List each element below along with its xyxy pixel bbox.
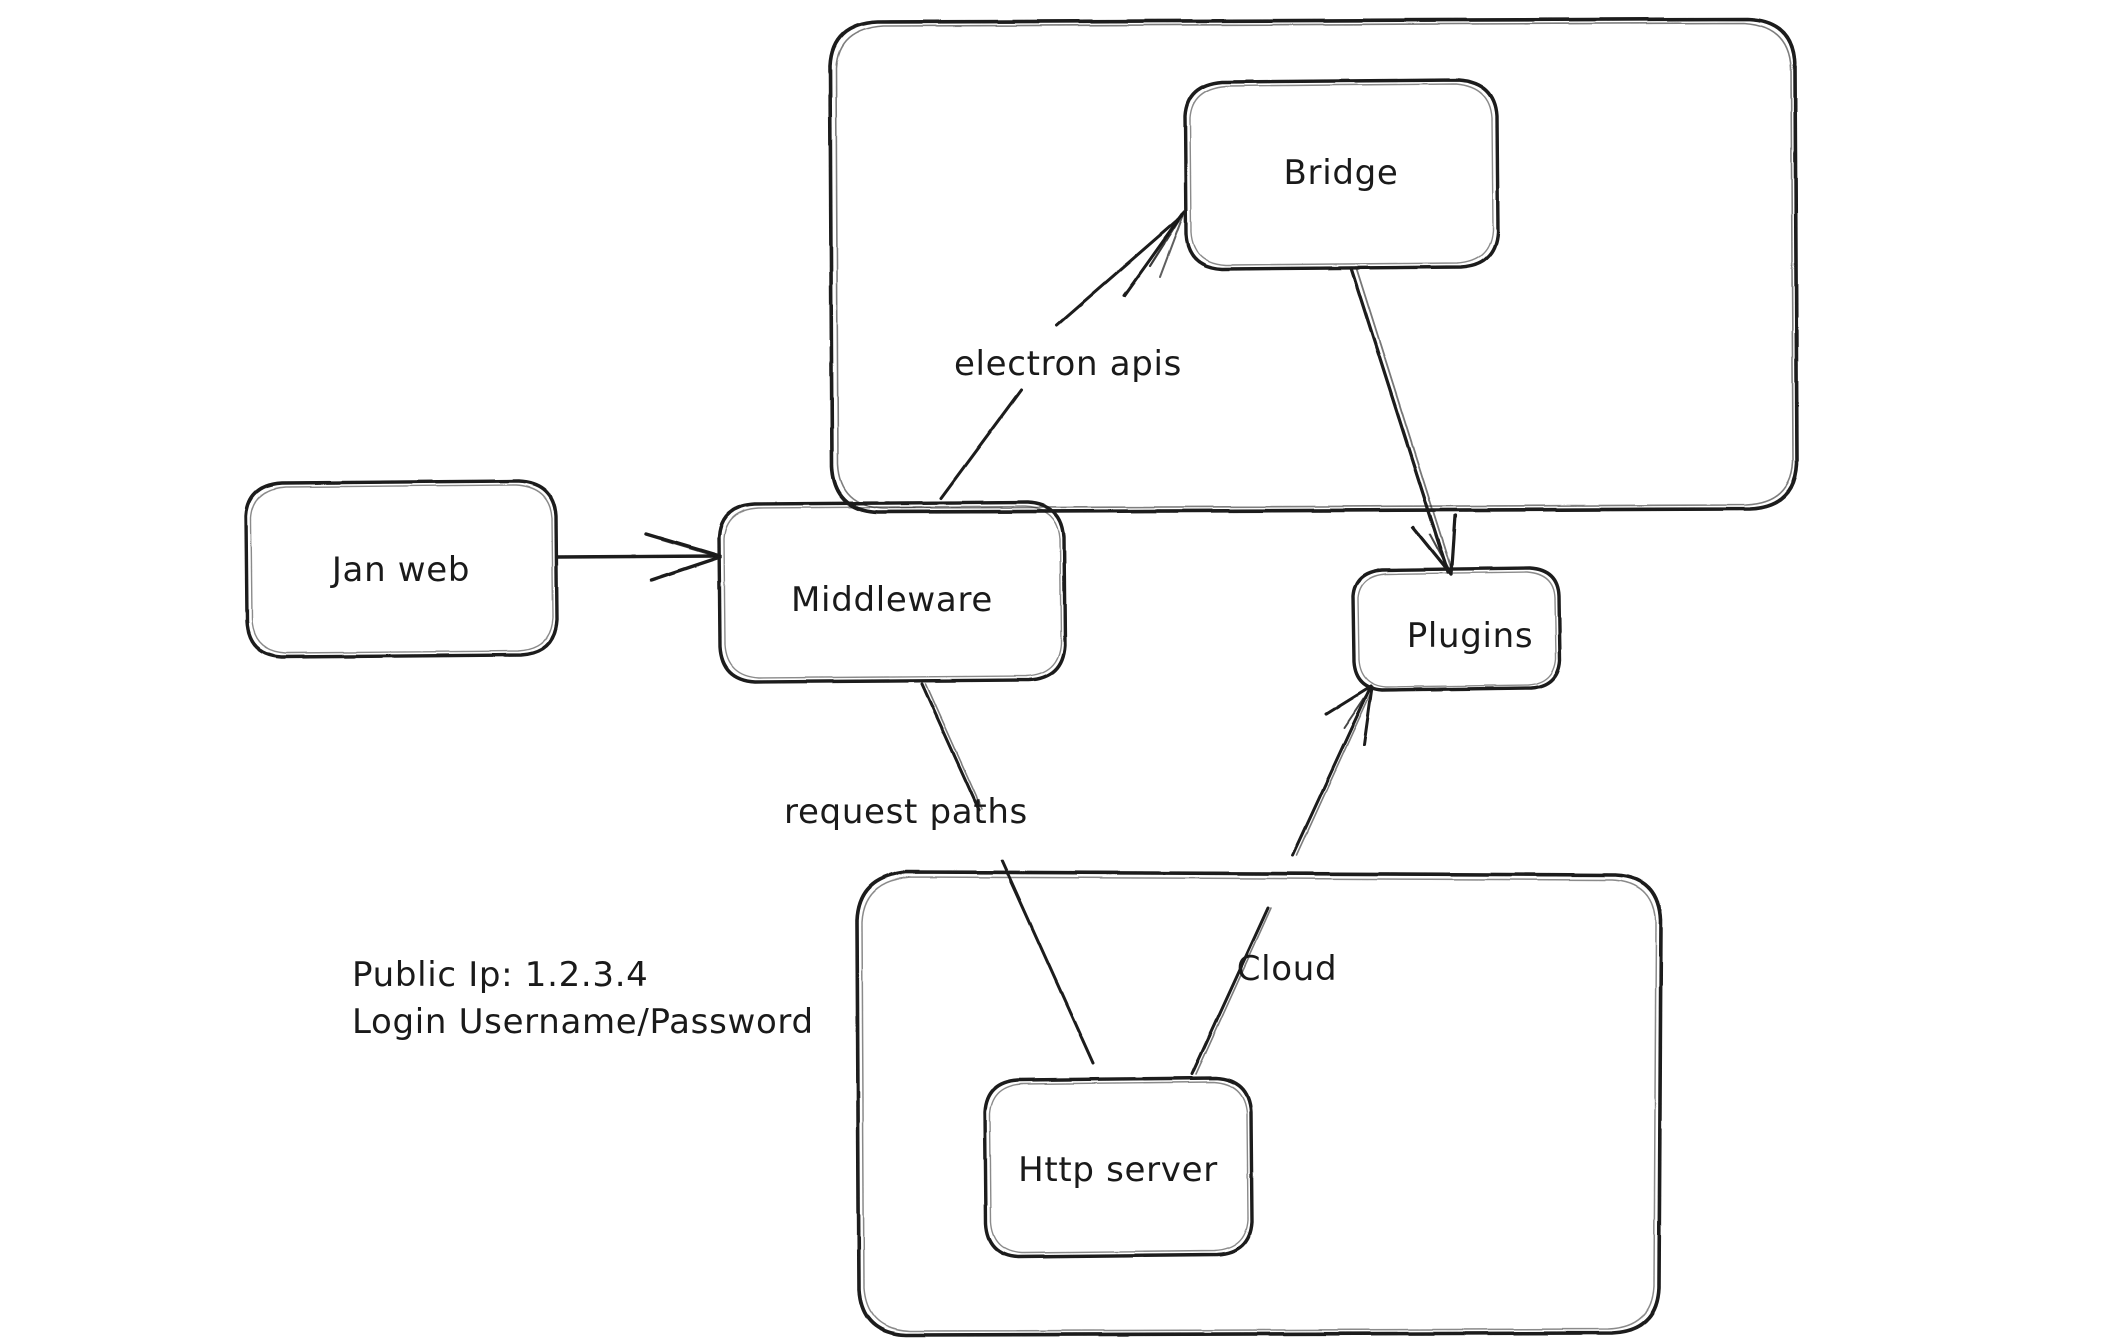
group-label-desktop: Desktop (0, 0, 1062, 20)
edge-label-cloud: Cloud (1236, 949, 1338, 989)
node-jan-web-outline (244, 479, 559, 659)
node-http-server-outline (983, 1076, 1254, 1259)
node-label-plugins[interactable]: Plugins (1406, 616, 1534, 656)
group-desktop-outline (828, 17, 1799, 514)
node-plugins-outline (1351, 566, 1562, 692)
node-label-middleware[interactable]: Middleware (791, 580, 993, 620)
edge-label-electron-apis: electron apis (953, 344, 1183, 384)
note-public-ip: Public Ip: 1.2.3.4 (352, 955, 649, 995)
node-label-http-server[interactable]: Http server (1018, 1150, 1218, 1190)
edge-jan-web-to-middleware (556, 532, 722, 582)
group-cloud-outline (855, 870, 1663, 1337)
notes-block: Public Ip: 1.2.3.4 Login Username/Passwo… (352, 952, 814, 1046)
edge-http-server-to-plugins (1190, 684, 1374, 1076)
node-label-bridge[interactable]: Bridge (1283, 153, 1399, 193)
node-label-jan-web[interactable]: Jan web (331, 550, 471, 590)
edge-middleware-to-http-server (920, 682, 1095, 1065)
edge-label-request-paths: request paths (784, 792, 1028, 832)
node-bridge-outline (1183, 78, 1500, 271)
node-middleware-outline (717, 500, 1067, 684)
edge-bridge-to-plugins (1349, 266, 1457, 576)
edge-middleware-to-bridge (939, 210, 1186, 500)
note-login: Login Username/Password (352, 1001, 814, 1042)
